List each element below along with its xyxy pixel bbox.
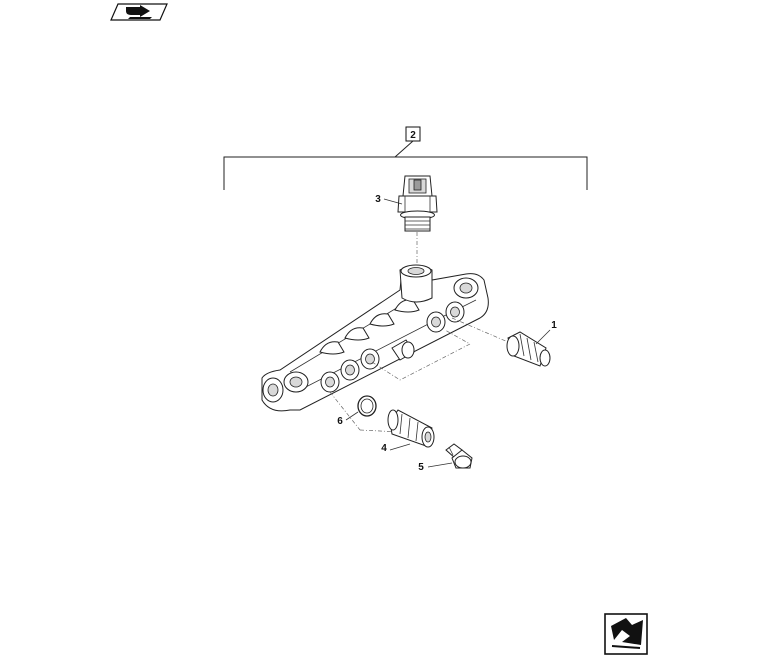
svg-text:5: 5 xyxy=(418,462,424,473)
manifold-block xyxy=(261,264,489,412)
check-valve-fitting xyxy=(506,331,551,367)
filter-cartridge xyxy=(387,409,435,448)
callout-6: 6 xyxy=(337,411,359,427)
callout-2: 2 xyxy=(405,126,421,142)
callout-5: 5 xyxy=(418,462,453,473)
svg-text:3: 3 xyxy=(375,194,381,205)
callout-1: 1 xyxy=(535,320,557,345)
pressure-sensor xyxy=(397,175,438,232)
svg-text:1: 1 xyxy=(551,320,557,331)
o-ring xyxy=(357,395,377,417)
callout-4: 4 xyxy=(381,443,411,454)
plug-screw xyxy=(445,443,473,469)
callout-3: 3 xyxy=(375,194,403,205)
navigation-arrow-icon[interactable] xyxy=(110,3,168,21)
svg-text:4: 4 xyxy=(381,443,387,454)
svg-text:6: 6 xyxy=(337,416,343,427)
svg-text:2: 2 xyxy=(410,130,416,141)
assembly-bracket xyxy=(223,140,588,190)
navigation-arrow-icon[interactable] xyxy=(604,613,648,655)
